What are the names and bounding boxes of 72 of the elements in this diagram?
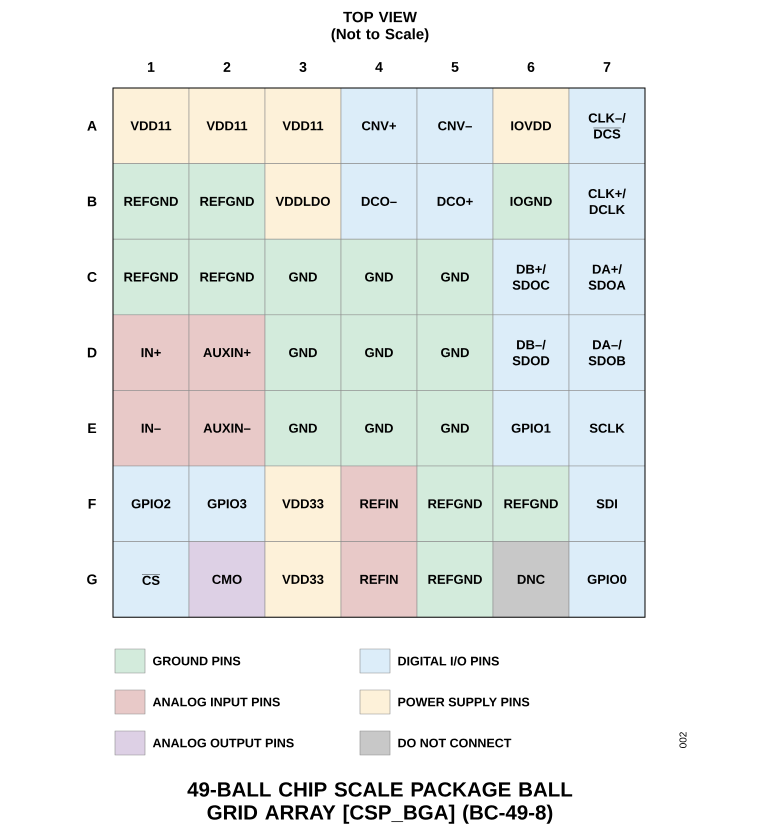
pin-cell: REFIN xyxy=(340,466,418,542)
row-letter: G xyxy=(87,574,97,584)
pin-cell: IN– xyxy=(112,390,190,466)
column-number: 7 xyxy=(604,62,610,72)
pin-cell: DCO– xyxy=(340,163,418,240)
pin-cell: VDD33 xyxy=(264,541,342,618)
pin-cell: AUXIN– xyxy=(188,390,266,466)
pin-cell: GND xyxy=(340,238,418,316)
pin-cell: REFGND xyxy=(416,541,494,618)
pin-cell: GND xyxy=(264,390,342,466)
row-letter: F xyxy=(88,498,96,509)
pin-cell: GND xyxy=(340,314,418,391)
pin-cell: CNV– xyxy=(416,88,494,164)
pin-cell: GPIO0 xyxy=(568,541,646,618)
legend-label: ANALOG INPUT PINS xyxy=(152,698,280,706)
pin-cell: DA–/ SDOB xyxy=(568,314,646,391)
pin-cell: SCLK xyxy=(568,390,646,466)
legend-label: GROUND PINS xyxy=(153,656,240,666)
pin-cell: CLK+/ DCLK xyxy=(568,163,646,240)
pin-cell: CMO xyxy=(188,541,266,618)
column-number: 3 xyxy=(299,62,306,72)
pin-cell: REFGND xyxy=(188,238,266,316)
pin-cell: CLK–/ DCS xyxy=(568,88,646,164)
pin-cell: SDI xyxy=(568,466,646,542)
pin-cell: DB+/ SDOC xyxy=(492,238,570,316)
legend-label: DIGITAL I/O PINS xyxy=(398,656,499,666)
pin-cell: VDD11 xyxy=(112,88,190,164)
pin-cell: GND xyxy=(416,390,494,466)
pin-cell: CNV+ xyxy=(340,88,418,164)
row-letter: C xyxy=(88,272,97,282)
pin-cell: GND xyxy=(264,238,342,316)
pin-cell: VDD33 xyxy=(264,466,342,542)
pin-cell: IOGND xyxy=(492,163,570,240)
pin-cell: REFGND xyxy=(492,466,570,542)
pin-cell: DB–/ SDOD xyxy=(492,314,570,391)
column-number: 1 xyxy=(148,62,154,72)
pin-cell: DCO+ xyxy=(416,163,494,240)
pin-cell: REFIN xyxy=(340,541,418,618)
legend-label: POWER SUPPLY PINS xyxy=(398,698,530,706)
pin-cell: REFGND xyxy=(112,238,190,316)
row-letter: D xyxy=(88,348,96,358)
pin-cell: IOVDD xyxy=(492,88,570,164)
row-letter: B xyxy=(88,196,96,206)
pin-cell: GPIO3 xyxy=(188,466,266,542)
pin-cell: GND xyxy=(416,314,494,391)
pin-cell: VDD11 xyxy=(188,88,266,164)
pin-cell: GPIO2 xyxy=(112,466,190,542)
pin-cell: REFGND xyxy=(416,466,494,542)
column-number: 5 xyxy=(452,62,458,72)
caption: 49-BALL CHIP SCALE PACKAGE BALL GRID ARRAY [CSP_BGA] (BC-49-8) xyxy=(187,782,572,824)
legend-label: DO NOT CONNECT xyxy=(398,738,512,748)
figure-number: 002 xyxy=(679,732,687,748)
pin-cell: GND xyxy=(264,314,342,391)
pin-cell: DA+/ SDOA xyxy=(568,238,646,316)
pin-cell: AUXIN+ xyxy=(188,314,266,391)
pin-cell: GND xyxy=(340,390,418,466)
pin-cell: VDDLDO xyxy=(264,163,342,240)
column-number: 2 xyxy=(224,62,230,72)
row-letter: A xyxy=(87,120,97,131)
pin-cell: GPIO1 xyxy=(492,390,570,466)
pin-cell: IN+ xyxy=(112,314,190,391)
column-number: 4 xyxy=(375,62,383,72)
pin-cell: VDD11 xyxy=(264,88,342,164)
pin-cell: DNC xyxy=(492,541,570,618)
column-number: 6 xyxy=(528,62,534,72)
legend-label: ANALOG OUTPUT PINS xyxy=(152,738,294,748)
pin-cell: REFGND xyxy=(112,163,190,240)
pin-cell: GND xyxy=(416,238,494,316)
row-letter: E xyxy=(88,423,96,433)
pin-cell: CS xyxy=(112,541,190,618)
pin-cell: REFGND xyxy=(188,163,266,240)
title: TOP VIEW (Not to Scale) xyxy=(332,12,428,42)
